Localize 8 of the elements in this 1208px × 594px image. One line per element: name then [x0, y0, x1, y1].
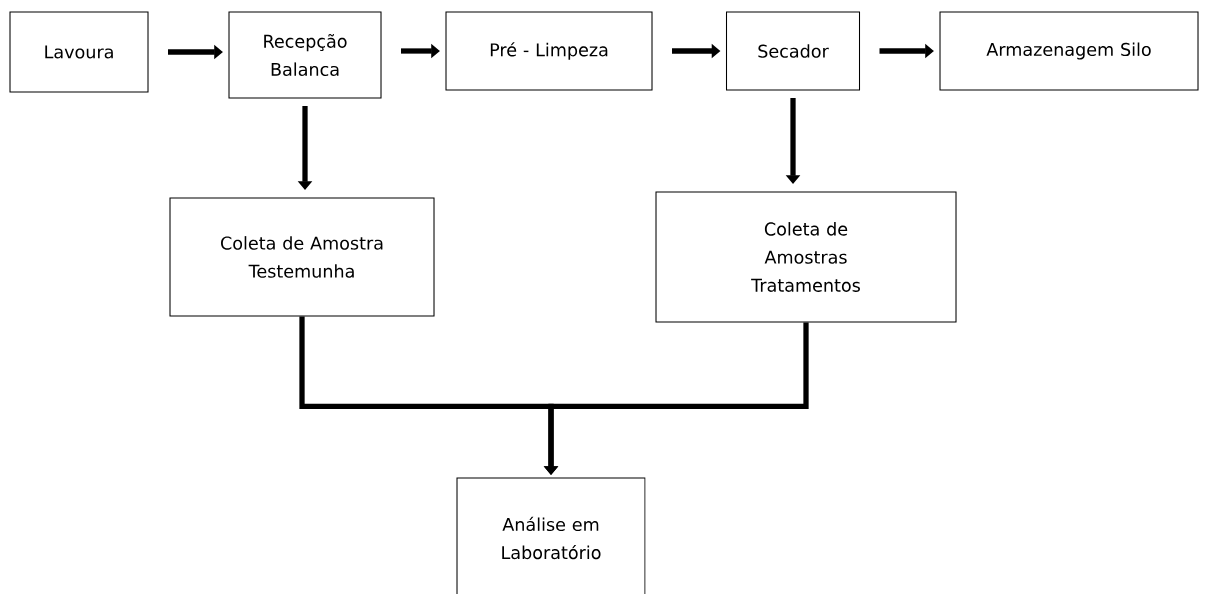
process-box: Armazenagem Silo: [939, 11, 1199, 91]
process-box: Secador: [726, 11, 861, 91]
process-box: Coleta de Amostra Testemunha: [169, 197, 435, 317]
process-box: Lavoura: [9, 11, 149, 93]
process-box: Pré - Limpeza: [445, 11, 653, 91]
process-box: Coleta de Amostras Tratamentos: [655, 191, 957, 323]
process-box: Recepção Balanca: [228, 11, 382, 99]
process-box: Análise em Laboratório: [456, 477, 646, 594]
